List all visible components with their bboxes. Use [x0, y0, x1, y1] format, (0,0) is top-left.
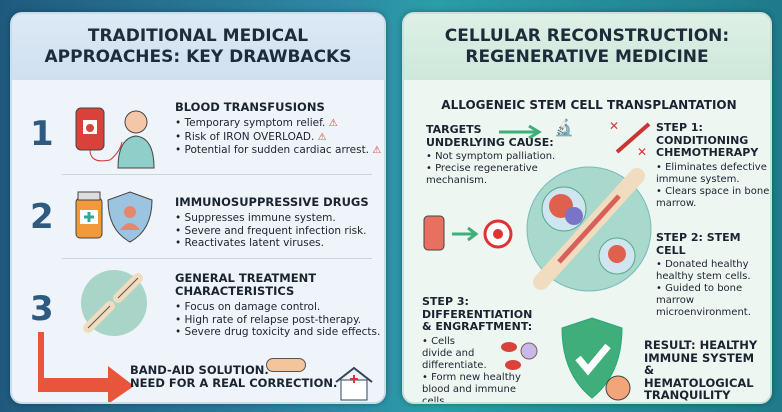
- green-arrow-icon: [499, 124, 542, 140]
- conclusion: BAND-AID SOLUTION.NEED FOR A REAL CORREC…: [130, 363, 338, 390]
- red-arrow-icon: [38, 332, 134, 402]
- svg-text:✕: ✕: [609, 119, 619, 133]
- broken-bone-icon: [81, 270, 147, 336]
- shield-check-icon: [561, 317, 631, 401]
- bullet: Risk of IRON OVERLOAD. ⚠: [175, 131, 384, 145]
- warning-icon: ⚠: [317, 131, 327, 143]
- bullet: Not symptom palliation.: [426, 151, 556, 163]
- bullet: Guided to bone marrow microenvironment.: [656, 283, 770, 319]
- bone-stem-cell-illustration: [526, 166, 652, 292]
- divider: [62, 174, 372, 175]
- section-number-1: 1: [30, 114, 54, 154]
- subtitle: ALLOGENEIC STEM CELL TRANSPLANTATION: [441, 98, 737, 112]
- bullet: Severe and frequent infection risk.: [175, 225, 384, 238]
- bullet: Suppresses immune system.: [175, 212, 384, 225]
- bullet: Donated healthy healthy stem cells.: [656, 259, 770, 283]
- section-number-3: 3: [30, 289, 54, 329]
- bullet: Potential for sudden cardiac arrest. ⚠: [175, 144, 384, 158]
- traditional-approaches-panel: TRADITIONAL MEDICAL APPROACHES: KEY DRAW…: [10, 12, 386, 404]
- bullet: Clears space in bone marrow.: [656, 186, 770, 210]
- bullet: Temporary symptom relief. ⚠: [175, 117, 384, 131]
- divider: [62, 258, 372, 259]
- bullet: Cells divide and differentiate.: [422, 336, 487, 372]
- bullet: Form new healthy blood and immune cells.: [422, 372, 537, 403]
- bandage-icon: [266, 358, 306, 372]
- section-title-3: GENERAL TREATMENT CHARACTERISTICS: [175, 271, 317, 298]
- section-title-2: IMMUNOSUPPRESSIVE DRUGS: [175, 195, 369, 209]
- medicine-shield-icon: [75, 191, 153, 243]
- result-text: RESULT: HEALTHY IMMUNE SYSTEM & HEMATOLO…: [644, 338, 758, 402]
- syringe-icon: ✕✕: [609, 119, 651, 158]
- svg-text:✕: ✕: [637, 145, 647, 158]
- step2-title: STEP 2: STEM CELL: [656, 231, 741, 257]
- targets-title: TARGETS UNDERLYING CAUSE:: [426, 123, 554, 149]
- step1-title: STEP 1: CONDITIONING CHEMOTHERAPY: [656, 121, 759, 159]
- regenerative-medicine-panel: CELLULAR RECONSTRUCTION: REGENERATIVE ME…: [402, 12, 772, 404]
- warning-icon: ⚠: [328, 118, 338, 129]
- bullet: Precise regenerative mechanism.: [426, 163, 556, 187]
- bullet: Severe drug toxicity and side effects.: [175, 326, 384, 339]
- bullet: High rate of relapse post-therapy.: [175, 314, 384, 327]
- section-title-1: BLOOD TRANSFUSIONS: [175, 100, 325, 114]
- bullet: Eliminates defective immune system.: [656, 162, 770, 186]
- warning-icon: ⚠: [372, 145, 382, 156]
- blood-bag-patient-icon: [75, 107, 155, 169]
- blood-cells-icon: [501, 342, 538, 370]
- left-panel-title: TRADITIONAL MEDICAL APPROACHES: KEY DRAW…: [12, 14, 384, 80]
- right-panel-title: CELLULAR RECONSTRUCTION: REGENERATIVE ME…: [404, 14, 770, 80]
- step3-title: STEP 3: DIFFERENTIATION & ENGRAFTMENT:: [422, 295, 533, 333]
- bullet: Reactivates latent viruses.: [175, 237, 384, 250]
- microscope-icon: 🔬: [554, 118, 574, 137]
- iv-bag-target-icon: [423, 215, 513, 251]
- section-number-2: 2: [30, 197, 54, 237]
- bullet: Focus on damage control.: [175, 301, 384, 314]
- hospital-house-icon: [335, 366, 373, 401]
